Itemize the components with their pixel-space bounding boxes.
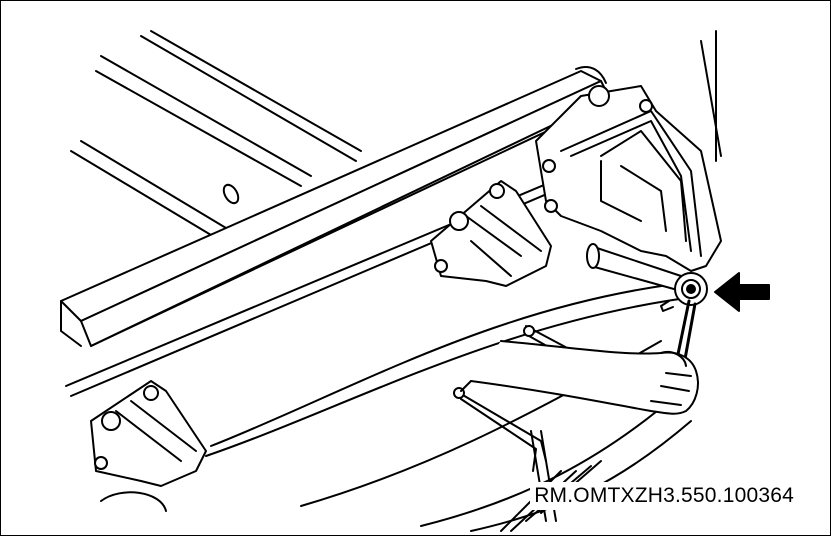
spring-hanger-left: [90, 380, 207, 512]
figure-reference-code: RM.OMTXZH3.550.100364: [530, 482, 798, 510]
spring-hanger-middle: [430, 180, 552, 287]
arrow-icon: [714, 272, 770, 312]
shackle-bracket: [535, 85, 722, 292]
main-beam: [60, 65, 612, 397]
wrench: [675, 299, 697, 361]
technician-hand: [460, 340, 699, 415]
shackle-bolt: [660, 272, 708, 312]
vehicle-frame-rail: [70, 30, 722, 242]
